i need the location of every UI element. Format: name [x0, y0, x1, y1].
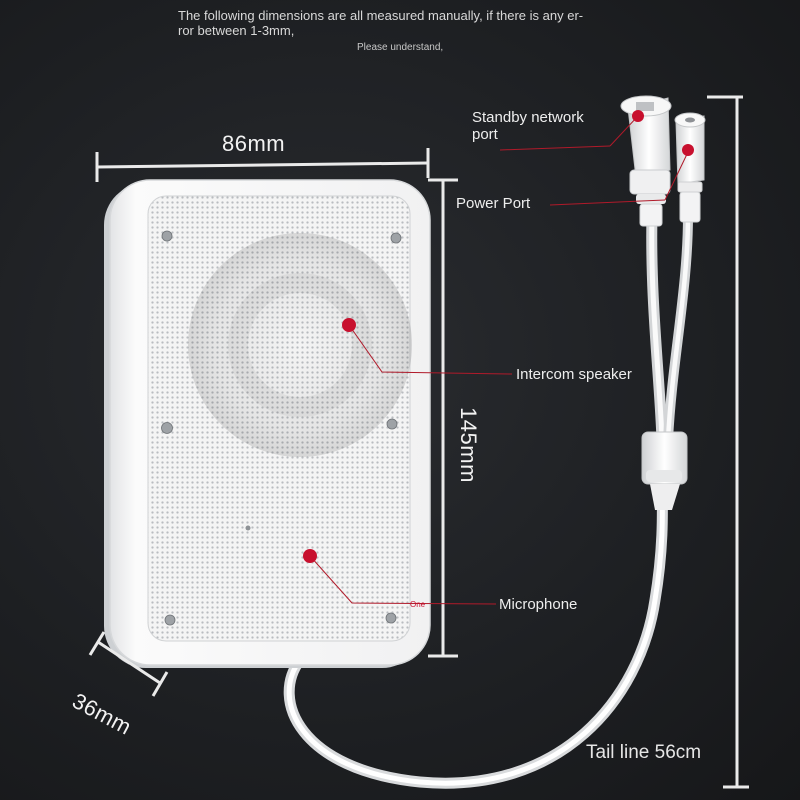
leader-lines [309, 115, 689, 605]
microphone-label: Microphone [499, 596, 578, 613]
dimension-lines [88, 95, 749, 789]
network-port-connector [620, 95, 672, 227]
screws [161, 230, 402, 626]
height-dimension-label: 145mm [456, 407, 481, 483]
microphone-tag: One [410, 600, 426, 609]
speaker-housing [104, 179, 431, 668]
power-port-connector [674, 112, 706, 223]
speaker-label: Intercom speaker [516, 366, 632, 383]
network-port-label: Standby network port [472, 109, 584, 143]
notice-line-2: ror between 1-3mm, [178, 23, 295, 38]
red-markers [303, 110, 694, 563]
notice-line-3: Please understand, [357, 42, 444, 53]
notice-line-1: The following dimensions are all measure… [178, 8, 584, 23]
power-port-label: Power Port [456, 195, 531, 212]
width-dimension-label: 86mm [222, 131, 286, 156]
cable-splitter [641, 431, 688, 510]
tail-length-label: Tail line 56cm [586, 742, 702, 763]
